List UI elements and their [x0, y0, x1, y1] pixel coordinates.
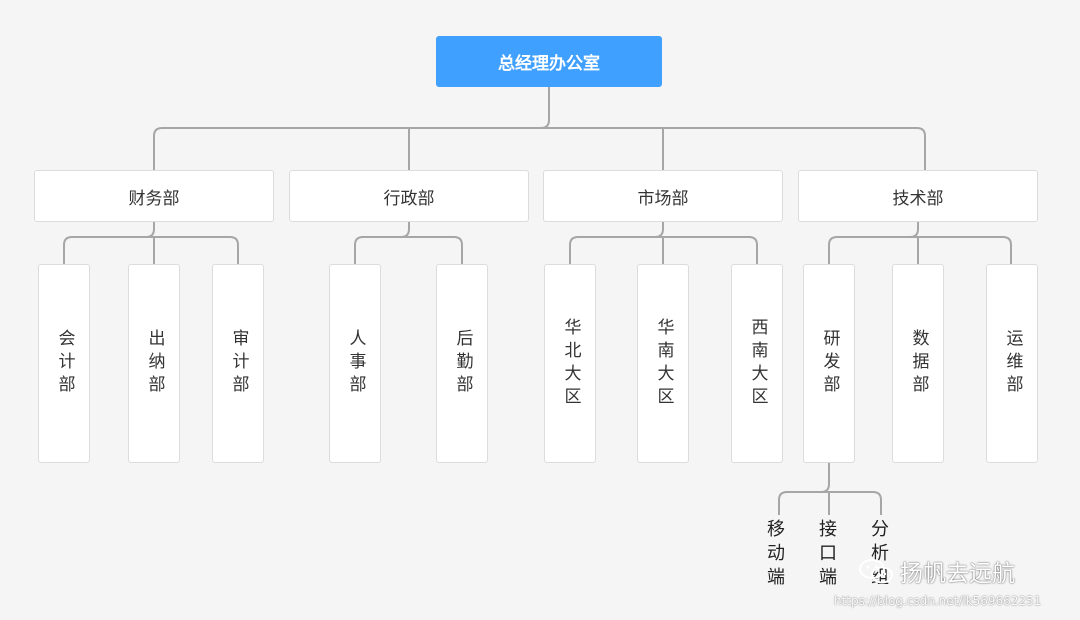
connector-rd [778, 463, 830, 515]
watermark: 扬帆去远航 [858, 554, 1015, 588]
root-node[interactable]: 总经理办公室 [436, 36, 662, 87]
subdept-label: 数据部 [908, 329, 929, 398]
watermark-url: https://blog.csdn.net/lk569662251 [834, 594, 1042, 608]
connector-market [569, 221, 664, 264]
rd-team-mobile[interactable]: 移动端 [764, 519, 785, 591]
dept-admin[interactable]: 行政部 [289, 170, 529, 222]
subdept-audit[interactable]: 审计部 [212, 264, 264, 463]
dept-finance[interactable]: 财务部 [34, 170, 274, 222]
subdept-accounting[interactable]: 会计部 [38, 264, 90, 463]
rd-team-api[interactable]: 接口端 [816, 519, 837, 591]
dept-market[interactable]: 市场部 [543, 170, 783, 222]
subdept-label: 后勤部 [452, 329, 473, 398]
subdept-label: 人事部 [345, 329, 366, 398]
subdept-label: 华南大区 [653, 317, 674, 410]
dept-label: 行政部 [383, 188, 435, 209]
watermark-account: 扬帆去远航 [900, 561, 1015, 587]
subdept-label: 审计部 [228, 329, 249, 398]
dept-label: 市场部 [637, 188, 689, 209]
dept-tech[interactable]: 技术部 [798, 170, 1038, 222]
subdept-data[interactable]: 数据部 [892, 264, 944, 463]
connector-admin [354, 221, 410, 264]
connector-root [153, 86, 550, 170]
wechat-icon [859, 559, 893, 584]
root-label: 总经理办公室 [498, 54, 600, 74]
subdept-cashier[interactable]: 出纳部 [128, 264, 180, 463]
subdept-label: 出纳部 [144, 329, 165, 398]
subdept-label: 会计部 [54, 329, 75, 398]
subdept-logistics[interactable]: 后勤部 [436, 264, 488, 463]
dept-label: 财务部 [128, 188, 180, 209]
subdept-ops[interactable]: 运维部 [986, 264, 1038, 463]
subdept-label: 华北大区 [560, 317, 581, 410]
subdept-hr[interactable]: 人事部 [329, 264, 381, 463]
subdept-label: 研发部 [819, 329, 840, 398]
connector-tech [828, 221, 919, 264]
subdept-rd[interactable]: 研发部 [803, 264, 855, 463]
subdept-southwest[interactable]: 西南大区 [731, 264, 783, 463]
dept-label: 技术部 [892, 188, 944, 209]
subdept-label: 西南大区 [747, 317, 768, 410]
subdept-label: 运维部 [1002, 329, 1023, 398]
subdept-south-china[interactable]: 华南大区 [637, 264, 689, 463]
subdept-north-china[interactable]: 华北大区 [544, 264, 596, 463]
connector-finance [63, 221, 155, 264]
